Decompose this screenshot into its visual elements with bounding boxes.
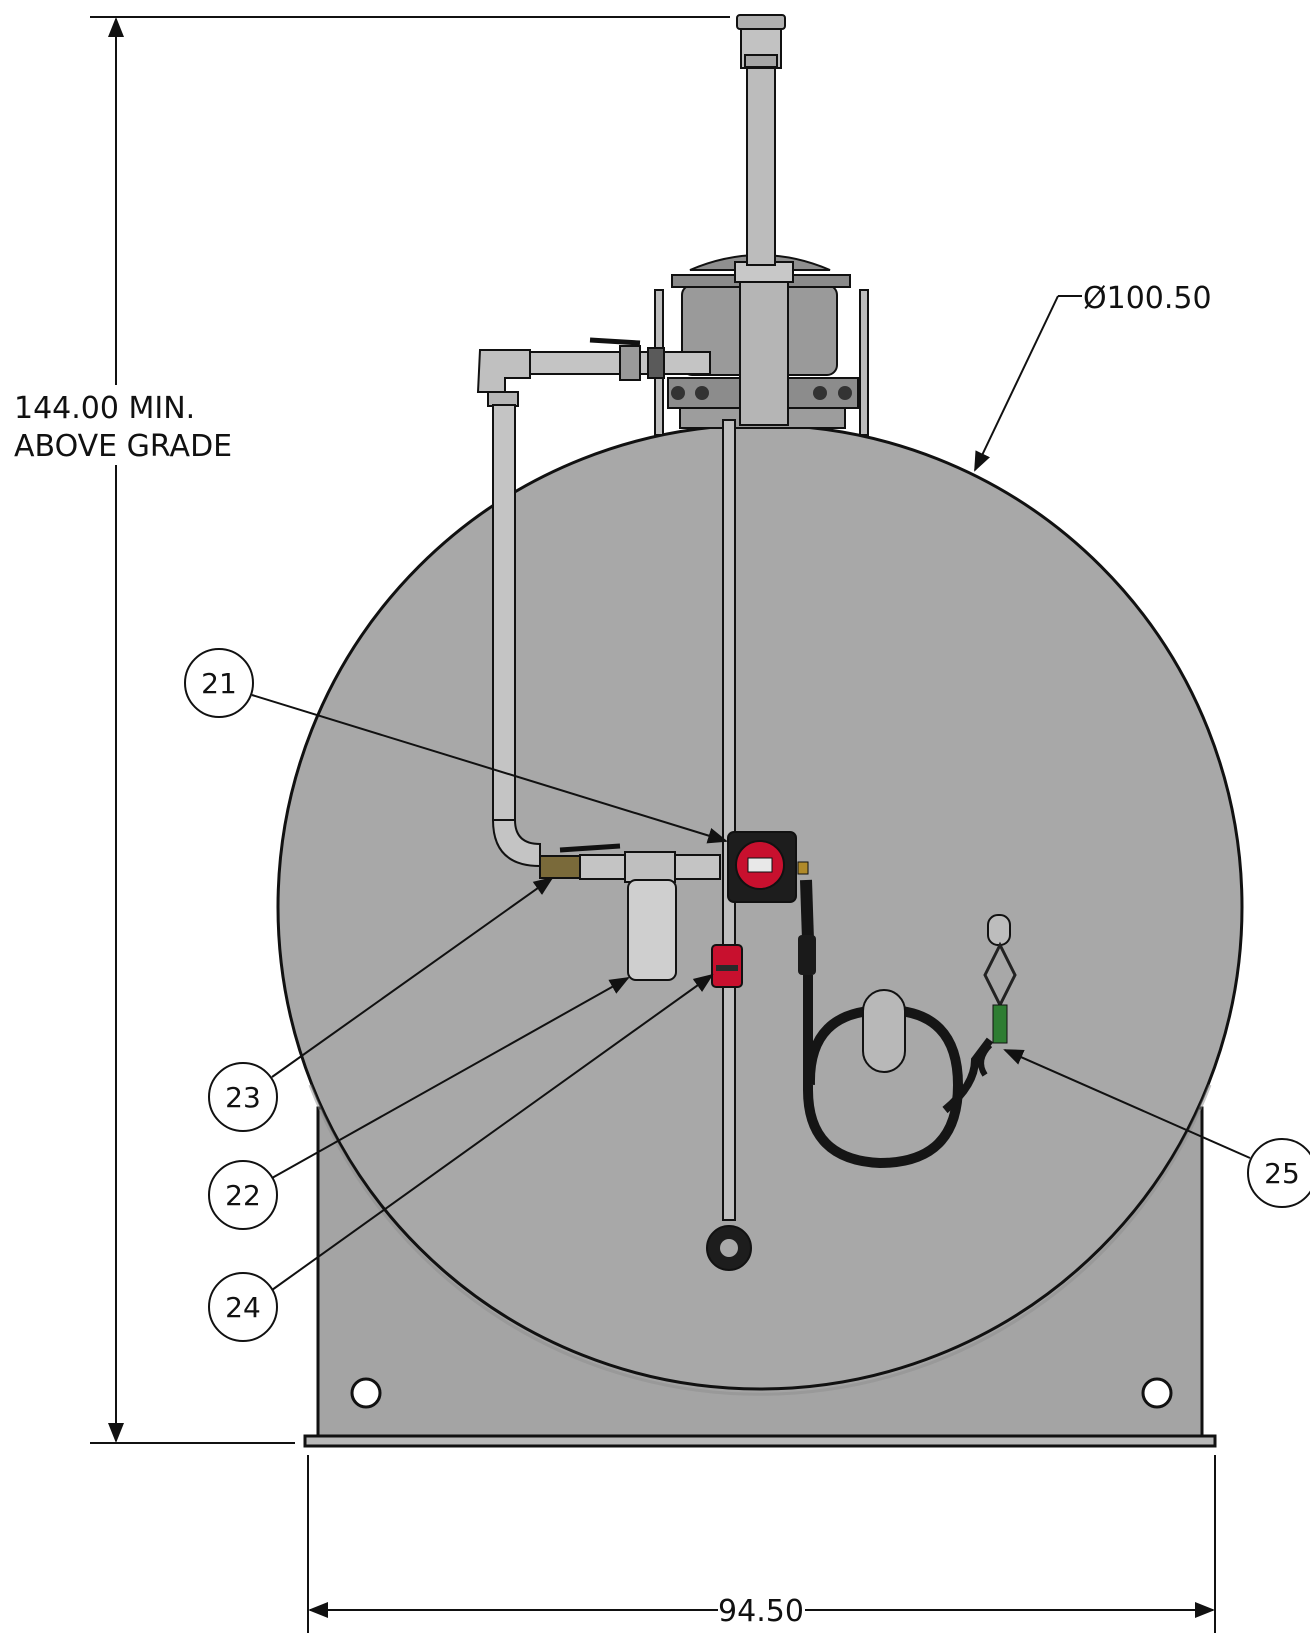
- callout-24-label: 24: [225, 1291, 261, 1324]
- height-dimension-label-1: 144.00 MIN.: [14, 391, 195, 426]
- width-dimension: 94.50: [307, 1455, 1216, 1633]
- saddle-bolt-hole-right: [1141, 1377, 1173, 1409]
- callout-25-label: 25: [1264, 1157, 1300, 1190]
- callout-21: 21: [184, 648, 728, 844]
- callout-21-label: 21: [201, 667, 237, 700]
- hose-assembly: [798, 879, 1017, 1169]
- saddle-bolt-hole-left: [350, 1377, 382, 1409]
- pump-meter: [727, 831, 809, 903]
- hose-reel-bracket: [862, 989, 906, 1073]
- piping: [476, 337, 721, 981]
- level-rod: [706, 419, 752, 1271]
- callout-24: 24: [208, 973, 714, 1342]
- height-dimension-label-2: ABOVE GRADE: [14, 429, 232, 464]
- tank-shell: [276, 423, 1244, 1391]
- callout-22: 22: [208, 977, 630, 1230]
- height-dimension: 144.00 MIN. ABOVE GRADE: [14, 16, 730, 1444]
- diameter-dimension: Ø100.50: [974, 281, 1212, 472]
- callout-23: 23: [208, 876, 554, 1132]
- callout-22-label: 22: [225, 1179, 261, 1212]
- callout-23-label: 23: [225, 1081, 261, 1114]
- callout-25: 25: [1003, 1049, 1310, 1208]
- diameter-dimension-label: Ø100.50: [1083, 281, 1212, 316]
- width-dimension-label: 94.50: [718, 1594, 804, 1629]
